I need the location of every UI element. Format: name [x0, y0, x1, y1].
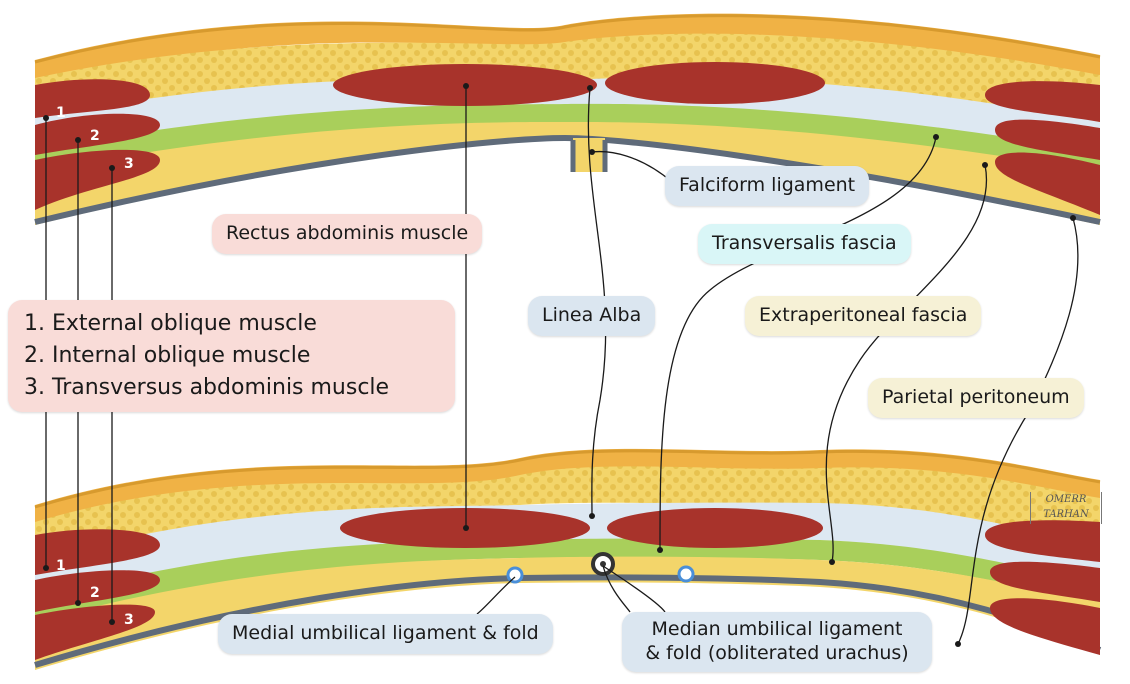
label-medial-umbilical: Medial umbilical ligament & fold — [218, 614, 553, 654]
num-2-bottom: 2 — [90, 585, 100, 601]
upper-abdominal-wall-section — [35, 14, 1100, 225]
label-linea-alba: Linea Alba — [528, 296, 655, 336]
dot-transversalis-top — [933, 134, 939, 140]
dot-parietal-bottom — [955, 641, 961, 647]
dot-3-top — [109, 165, 115, 171]
num-3-bottom: 3 — [124, 612, 134, 628]
dot-parietal-top — [1070, 215, 1076, 221]
dot-extraperitoneal-bottom — [829, 559, 835, 565]
dot-linea-alba-top — [587, 85, 593, 91]
medial-umbilical-right-circle — [679, 567, 693, 581]
legend-external-oblique: 1. External oblique muscle — [24, 308, 439, 340]
dot-falciform — [589, 149, 595, 155]
dot-transversalis-bottom — [657, 547, 663, 553]
label-median-umbilical-line2: & fold (obliterated urachus) — [632, 642, 922, 666]
label-median-umbilical: Median umbilical ligament & fold (oblite… — [622, 612, 932, 672]
label-extraperitoneal-fascia: Extraperitoneal fascia — [745, 296, 981, 336]
label-transversalis-fascia: Transversalis fascia — [698, 224, 911, 264]
dot-rectus-top — [463, 83, 469, 89]
watermark-line2: TARHAN — [1031, 507, 1101, 522]
dot-extraperitoneal-top — [982, 162, 988, 168]
legend-internal-oblique: 2. Internal oblique muscle — [24, 340, 439, 372]
dot-rectus-bottom — [463, 525, 469, 531]
num-1-bottom: 1 — [56, 558, 66, 574]
watermark: OMERR TARHAN — [1030, 492, 1102, 524]
label-rectus-abdominis: Rectus abdominis muscle — [212, 214, 482, 254]
dot-1-bottom — [43, 565, 49, 571]
label-median-umbilical-line1: Median umbilical ligament — [632, 618, 922, 642]
dot-2-bottom — [75, 600, 81, 606]
label-parietal-peritoneum: Parietal peritoneum — [868, 378, 1084, 418]
dot-3-bottom — [109, 619, 115, 625]
medial-umbilical-left-circle — [508, 568, 522, 582]
label-falciform-ligament: Falciform ligament — [665, 166, 869, 206]
legend-box: 1. External oblique muscle 2. Internal o… — [8, 300, 455, 412]
dot-2-top — [75, 137, 81, 143]
dot-1-top — [43, 115, 49, 121]
upper-rectus-right — [605, 62, 825, 104]
num-2-top: 2 — [90, 128, 100, 144]
watermark-line1: OMERR — [1031, 492, 1101, 507]
num-1-top: 1 — [56, 105, 66, 121]
num-3-top: 3 — [124, 156, 134, 172]
lower-rectus-right — [607, 508, 823, 548]
dot-linea-alba-bottom — [589, 513, 595, 519]
lower-abdominal-wall-section — [35, 449, 1100, 680]
legend-transversus-abdominis: 3. Transversus abdominis muscle — [24, 372, 439, 404]
